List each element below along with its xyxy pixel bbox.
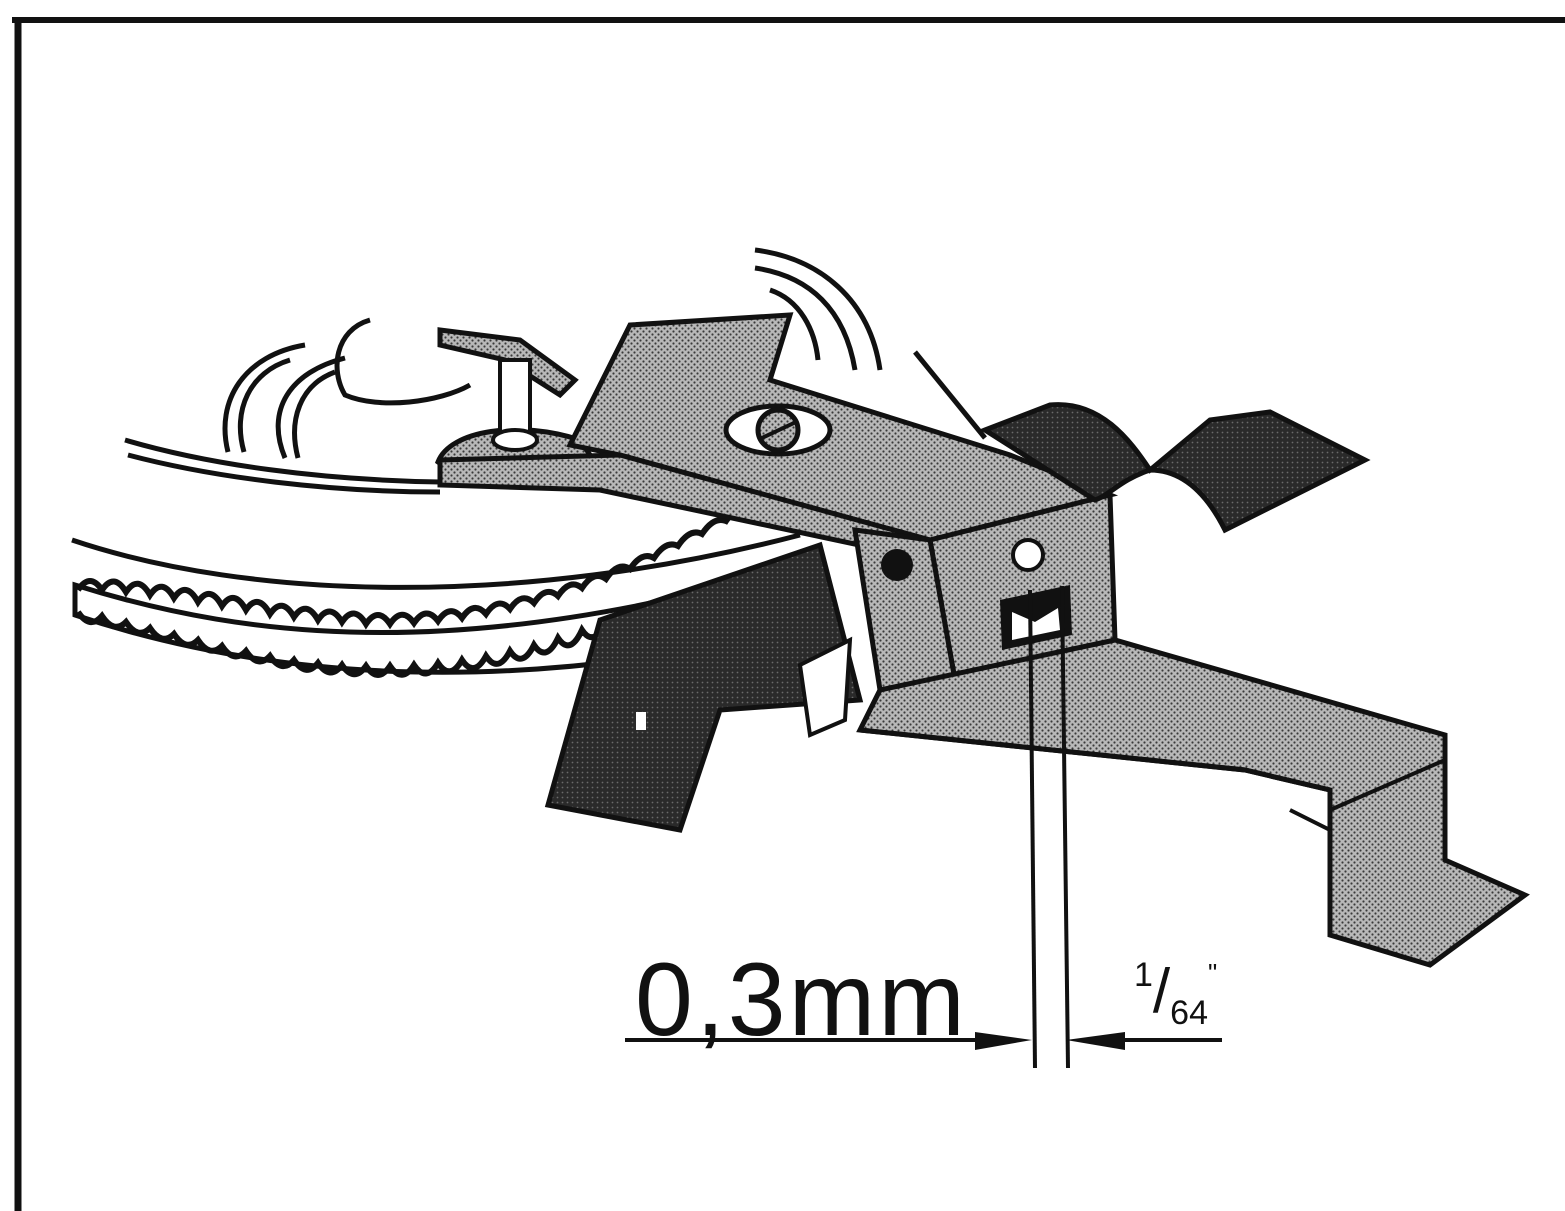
imperial-inch-mark: " [1207,958,1218,988]
imperial-slash: / [1152,957,1171,1026]
leaf-spring [979,402,1371,534]
frame-border [12,17,1565,1211]
coil-springs [222,247,987,459]
imperial-gap-label: 1/64 " [1134,958,1217,1030]
disc-edges [71,437,801,590]
bracket-body [437,312,1119,738]
dimension-arrows [975,1032,1125,1050]
lower-arm [856,637,1530,968]
imperial-numerator: 1 [1134,956,1153,994]
metric-gap-label: 0,3mm [635,942,968,1058]
dark-lever [544,541,864,833]
imperial-denominator: 64 [1170,994,1208,1032]
dimension-lines [625,585,1222,1069]
